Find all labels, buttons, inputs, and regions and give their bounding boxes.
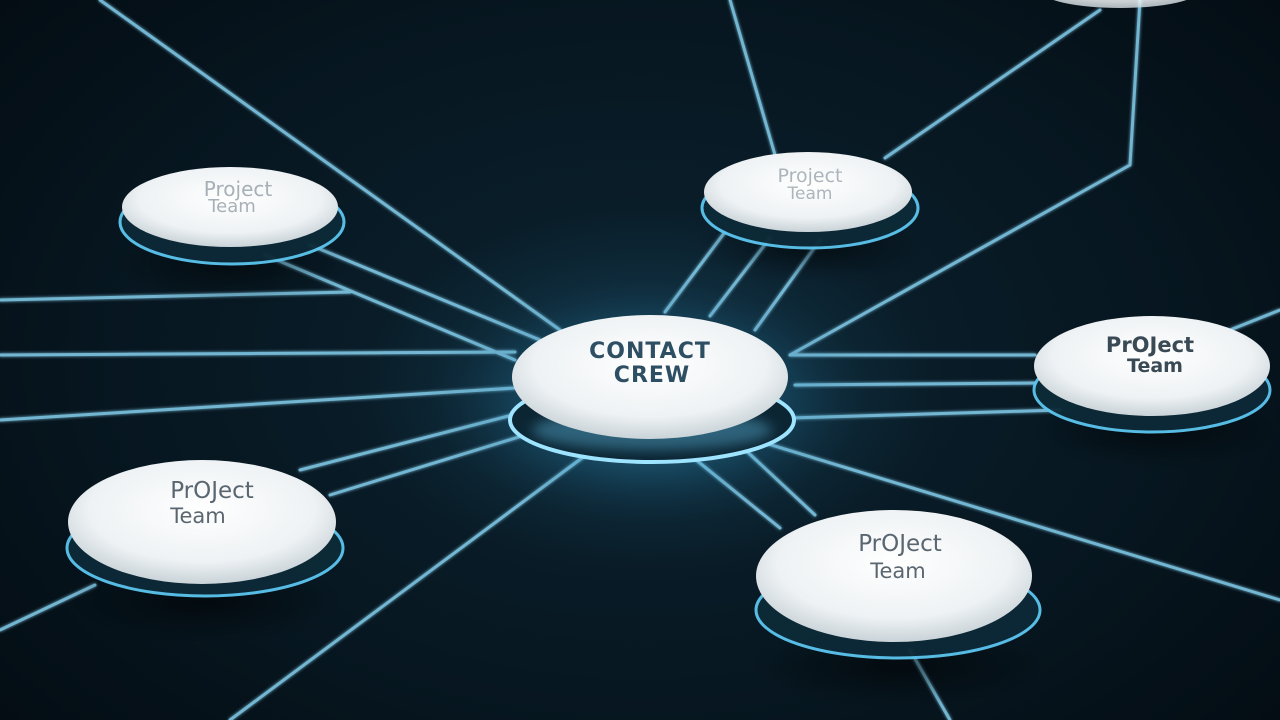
project-team-node: Project Team xyxy=(695,152,925,280)
node-label-line2: Team xyxy=(207,196,256,217)
node-label-line2: Team xyxy=(1127,355,1183,377)
partial-node xyxy=(1053,0,1187,8)
connection-line xyxy=(883,8,1102,160)
project-team-node: PrOJect Team xyxy=(748,510,1048,705)
project-team-node: PrOJect Team xyxy=(65,460,345,640)
node-label-line1: Project xyxy=(204,177,273,201)
connection-line xyxy=(728,0,777,157)
connection-line xyxy=(788,0,1142,357)
hub-label-line2: CREW xyxy=(614,363,690,388)
node-label-line2: Team xyxy=(169,504,226,528)
connection-line xyxy=(98,0,562,332)
node-label-line1: PrOJect xyxy=(858,531,942,557)
project-team-node: PrOJect Team xyxy=(1030,316,1280,465)
node-label-line1: Project xyxy=(777,165,842,187)
contact-crew-hub: CONTACT CREW xyxy=(508,315,796,464)
node-label-line2: Team xyxy=(869,559,926,583)
node-label-line1: PrOJect xyxy=(170,478,254,504)
node-label-line2: Team xyxy=(787,184,833,204)
project-team-node: Project Team xyxy=(114,167,350,302)
node-label-line1: PrOJect xyxy=(1106,333,1194,357)
hub-label-line1: CONTACT xyxy=(589,339,711,364)
connection-line xyxy=(1228,308,1280,332)
connection-line xyxy=(0,350,517,357)
